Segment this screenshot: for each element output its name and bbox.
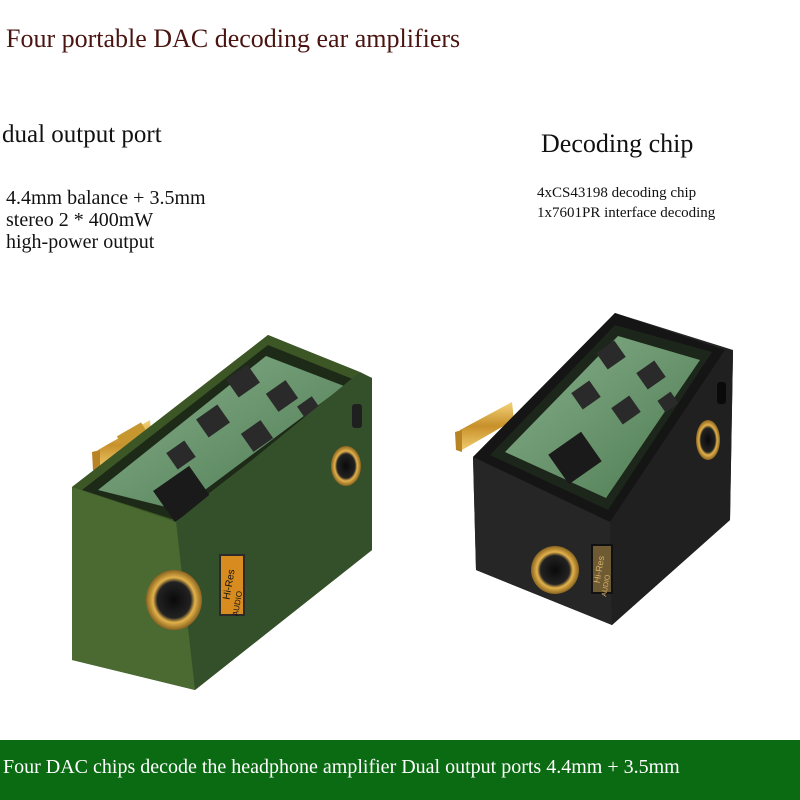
dual-output-line-2: stereo 2 * 400mW [6,209,154,231]
decoding-chip-description: 4xCS43198 decoding chip 1x7601PR interfa… [537,183,715,223]
jack-3-5mm-black [696,420,720,460]
dual-output-heading: dual output port [2,121,162,148]
decoding-chip-line-1: 4xCS43198 decoding chip [537,185,697,201]
hi-res-badge-black: Hi-Res AUDIO [591,544,613,598]
jack-4-4mm-black [531,546,579,594]
jack-4-4mm-green [146,570,202,630]
hi-res-label-black: Hi-Res [592,555,607,584]
dual-output-line-3: high-power output [6,231,155,253]
dual-output-description: 4.4mm balance + 3.5mm stereo 2 * 400mW h… [6,187,206,253]
audio-label-green: AUDIO [231,590,244,617]
decoding-chip-heading: Decoding chip [541,129,694,158]
hi-res-badge-green: Hi-Res AUDIO [219,554,245,617]
dual-output-line-1: 4.4mm balance + 3.5mm [6,187,206,209]
hi-res-label-green: Hi-Res [221,569,237,601]
black-dac-device: Hi-Res AUDIO [455,313,733,625]
green-dac-device: Hi-Res AUDIO [72,335,372,690]
product-photo: Hi-Res AUDIO [72,313,733,690]
decoding-chip-line-2: 1x7601PR interface decoding [537,205,716,221]
pcb-chips-green [153,364,321,523]
bottom-banner: Four DAC chips decode the headphone ampl… [0,740,800,800]
pcb-chips-black [548,340,679,485]
usb-c-connector-black [455,402,514,452]
jack-3-5mm-green [331,446,361,486]
banner-text: Four DAC chips decode the headphone ampl… [3,756,680,778]
audio-label-black: AUDIO [601,574,612,598]
page-title: Four portable DAC decoding ear amplifier… [6,24,461,53]
